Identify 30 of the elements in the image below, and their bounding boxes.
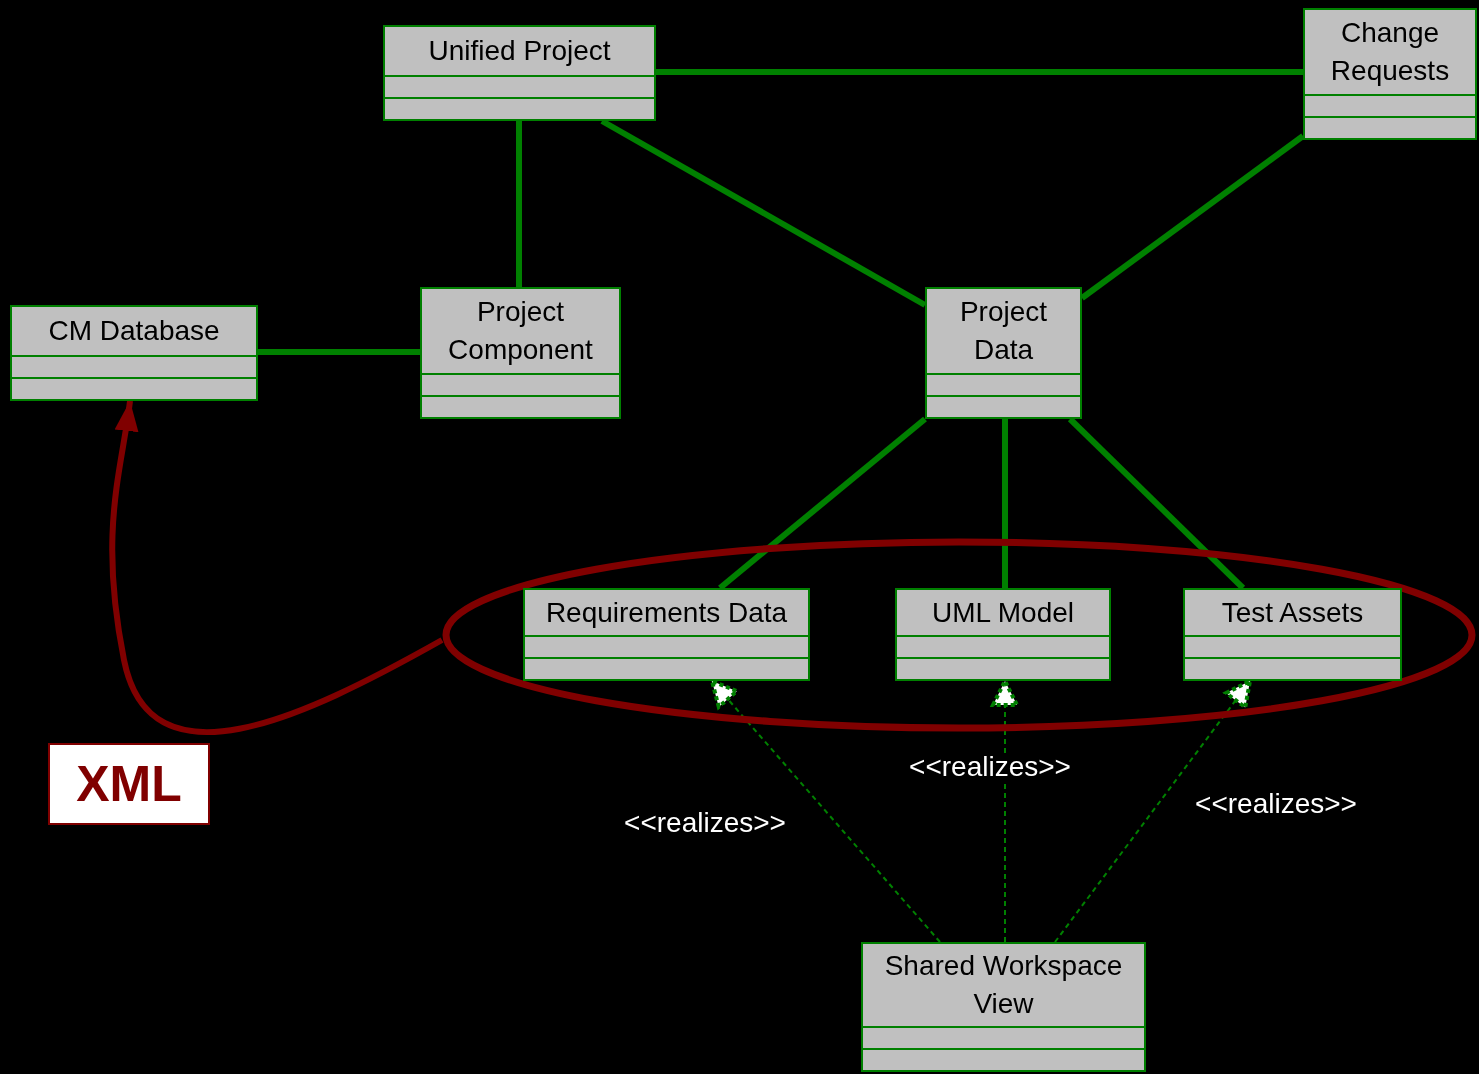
association-line — [516, 121, 522, 287]
arrow — [109, 400, 444, 735]
association-line — [1002, 419, 1008, 588]
note-text: XML — [76, 759, 182, 809]
class-box — [861, 942, 1146, 1072]
class-box — [523, 588, 810, 681]
association-line — [718, 416, 927, 591]
class-name: Shared Workspace View — [883, 949, 1124, 1021]
class-box — [10, 305, 258, 401]
class-box — [1183, 588, 1402, 681]
realization-arrow — [991, 679, 1019, 943]
association-line — [656, 69, 1303, 75]
class-box — [383, 25, 656, 121]
class-box — [895, 588, 1111, 681]
class-name: Unified Project — [428, 34, 611, 68]
association-line — [258, 349, 420, 355]
class-box — [1303, 8, 1477, 140]
class-name: Test Assets — [1221, 595, 1364, 630]
class-name: Project Data — [958, 295, 1049, 367]
grouping-ellipse — [442, 538, 1476, 732]
class-name: UML Model — [931, 595, 1075, 630]
realization-arrow — [1054, 679, 1252, 943]
class-name: Project Component — [447, 295, 594, 367]
class-box — [925, 287, 1082, 419]
class-name: Change Requests — [1329, 16, 1451, 88]
class-name: Requirements Data — [545, 595, 788, 630]
note-box — [48, 743, 210, 825]
class-name: CM Database — [48, 314, 220, 348]
class-box — [420, 287, 621, 419]
realization-arrow — [710, 679, 941, 943]
